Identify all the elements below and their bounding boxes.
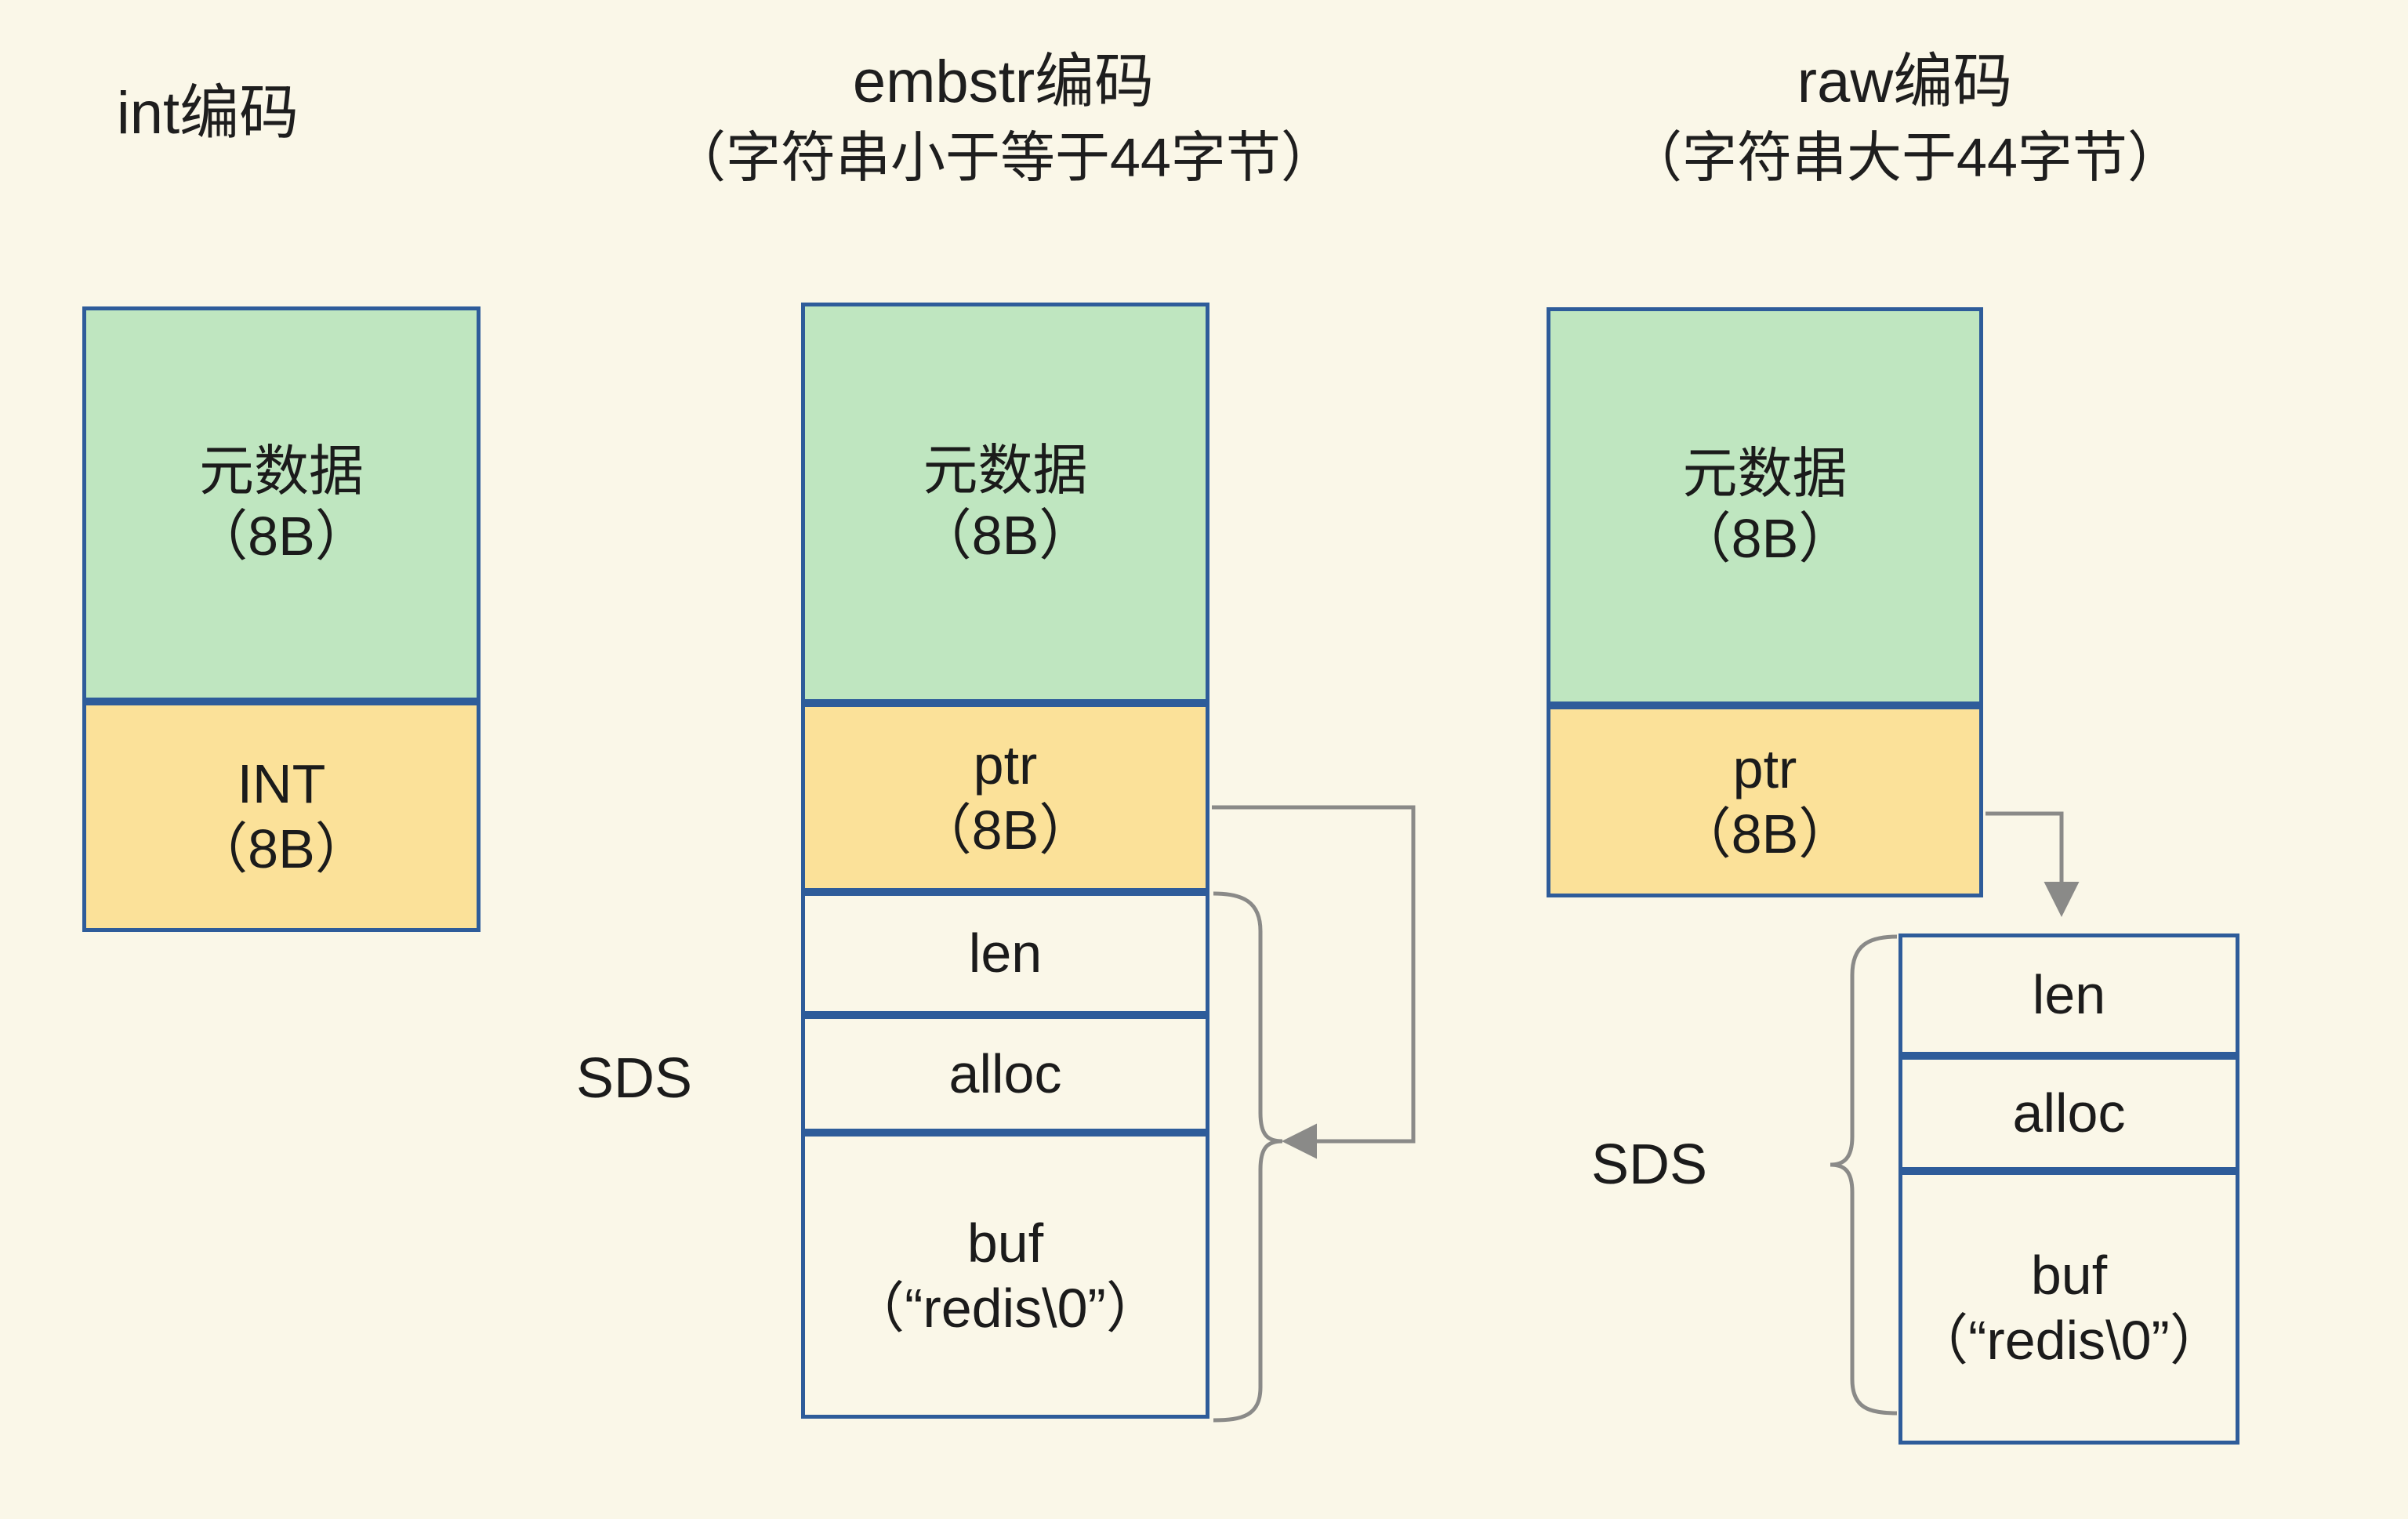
embstr-sds-buf-value: （“redis\0”） [850, 1277, 1161, 1339]
embstr-metadata-box: 元数据 （8B） [801, 303, 1209, 703]
raw-sds-alloc-label: alloc [2012, 1082, 2126, 1144]
embstr-sds-buf-label: buf [966, 1212, 1044, 1274]
raw-metadata-line2: （8B） [1676, 508, 1854, 569]
raw-sds-len-box: len [1898, 934, 2239, 1056]
raw-pointer-line2: （8B） [1676, 803, 1854, 865]
title-int-encoding: int编码 [43, 74, 372, 153]
int-metadata-line2: （8B） [193, 506, 370, 567]
raw-sds-buf-label: buf [2030, 1244, 2108, 1306]
title-raw-line1: raw编码 [1797, 49, 2013, 115]
raw-metadata-box: 元数据 （8B） [1547, 307, 1983, 705]
int-value-line2: （8B） [193, 818, 370, 879]
embstr-sds-alloc-label: alloc [948, 1042, 1062, 1104]
embstr-sds-label: SDS [576, 1047, 693, 1110]
raw-sds-alloc-box: alloc [1898, 1056, 2239, 1171]
raw-ptr-connector [1986, 811, 2080, 917]
raw-sds-brace [1830, 934, 1898, 1416]
int-value-line1: INT [237, 753, 326, 815]
embstr-metadata-line1: 元数据 [923, 439, 1088, 501]
embstr-metadata-line2: （8B） [916, 504, 1094, 566]
title-raw-encoding: raw编码 （字符串大于44字节） [1493, 43, 2316, 194]
int-value-box: INT （8B） [82, 701, 481, 932]
int-metadata-box: 元数据 （8B） [82, 306, 481, 701]
embstr-sds-len-box: len [801, 892, 1209, 1015]
title-int-line1: int编码 [116, 80, 299, 147]
raw-metadata-line1: 元数据 [1682, 443, 1848, 505]
raw-sds-len-label: len [2032, 963, 2106, 1025]
embstr-sds-alloc-box: alloc [801, 1015, 1209, 1133]
embstr-pointer-line1: ptr [973, 734, 1038, 796]
raw-pointer-line1: ptr [1732, 738, 1797, 799]
embstr-sds-buf-box: buf （“redis\0”） [801, 1133, 1209, 1419]
raw-pointer-box: ptr （8B） [1547, 705, 1983, 897]
title-embstr-line2: （字符串小于等于44字节） [671, 127, 1336, 189]
int-metadata-line1: 元数据 [199, 440, 364, 502]
embstr-pointer-line2: （8B） [916, 799, 1094, 861]
title-embstr-line1: embstr编码 [852, 49, 1155, 115]
embstr-sds-brace [1213, 891, 1283, 1423]
title-embstr-encoding: embstr编码 （字符串小于等于44字节） [541, 43, 1466, 194]
embstr-sds-len-label: len [968, 923, 1043, 984]
raw-sds-buf-box: buf （“redis\0”） [1898, 1171, 2239, 1445]
raw-sds-label: SDS [1591, 1133, 1708, 1196]
embstr-ptr-connector [1212, 805, 1416, 1159]
embstr-pointer-box: ptr （8B） [801, 703, 1209, 892]
raw-sds-buf-value: （“redis\0”） [1913, 1309, 2225, 1371]
title-raw-line2: （字符串大于44字节） [1627, 127, 2182, 189]
